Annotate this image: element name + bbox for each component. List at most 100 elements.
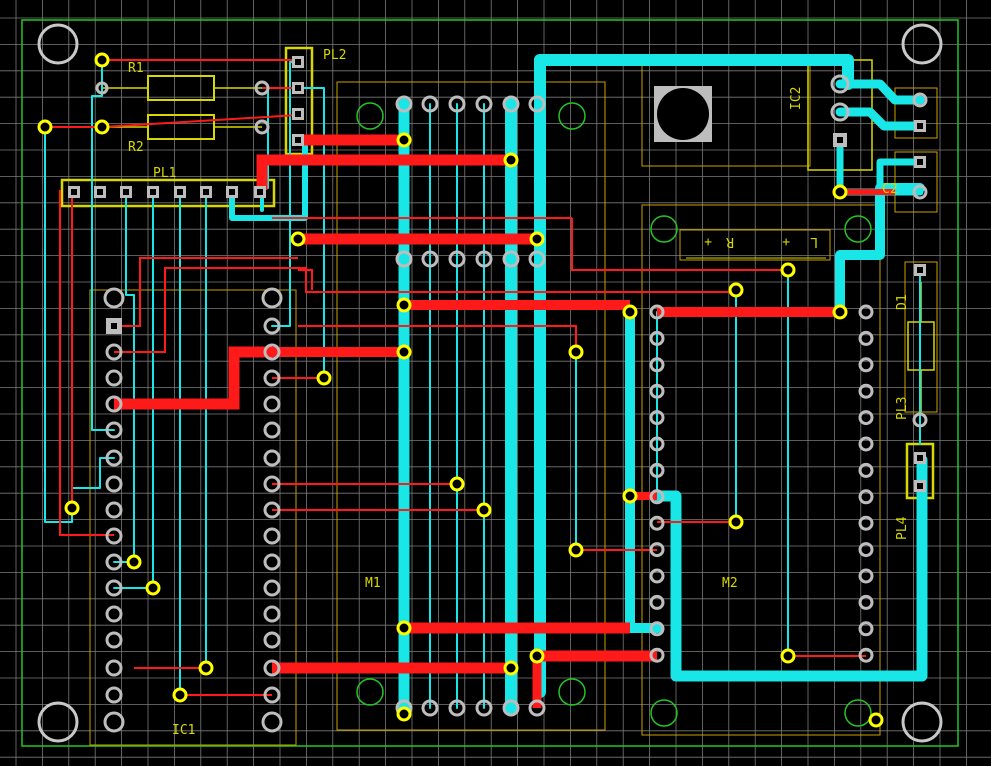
m2-pin (649, 647, 665, 663)
ic1-pin (261, 711, 283, 733)
m1-pin (528, 95, 546, 113)
via (832, 184, 848, 200)
m2-pin (858, 357, 874, 373)
r1-pad (254, 80, 270, 96)
label-r-mark: R (726, 234, 734, 249)
top-trace-signal (114, 267, 736, 353)
m2-pin (858, 542, 874, 558)
bottom-trace-power (876, 158, 924, 192)
bottom-trace-signal (125, 189, 135, 563)
label-pl4: PL4 (895, 516, 910, 540)
label-plus-r: + (704, 234, 712, 249)
top-trace-signal (298, 325, 577, 350)
label-ic2: IC2 (789, 87, 804, 110)
label-r1: R1 (128, 61, 144, 76)
ic1-pin (105, 659, 123, 677)
module-mount-hole (558, 678, 586, 706)
pl2-pin-hole (295, 111, 301, 117)
label-d1: D1 (895, 294, 910, 310)
via (529, 231, 545, 247)
ic1-pin (105, 343, 123, 361)
m2-pin (858, 304, 874, 320)
ic1-pin (263, 369, 281, 387)
ic1-pin (105, 501, 123, 519)
m1-pin (528, 699, 546, 717)
ic1-pin (105, 605, 123, 623)
board-outline (21, 19, 959, 747)
via (780, 262, 796, 278)
m2-pin (858, 568, 874, 584)
via (290, 231, 306, 247)
label-m1: M1 (365, 576, 381, 591)
ic1-pin (105, 395, 123, 413)
via (503, 660, 519, 676)
via (396, 297, 412, 313)
m1-pin (395, 95, 413, 113)
silkscreen-labels: R1 R2 PL2 PL1 IC1 M1 M2 IC2 C2 D1 PL3 PL… (128, 48, 910, 738)
ic1-pin (263, 317, 281, 335)
m2-pin (649, 330, 665, 346)
ic1-pin (105, 475, 123, 493)
m2-pin (649, 462, 665, 478)
ic1-pin (263, 395, 281, 413)
m2-pin (649, 489, 665, 505)
via (780, 648, 796, 664)
pads (37, 23, 943, 743)
top-trace-power (114, 346, 272, 410)
ic1-outline (89, 289, 297, 746)
m1-pin (502, 250, 520, 268)
via (449, 476, 465, 492)
via (476, 502, 492, 518)
via (622, 488, 638, 504)
via (396, 620, 412, 636)
bottom-trace-power (534, 54, 854, 90)
top-trace-signal (101, 114, 299, 128)
via (37, 119, 53, 135)
via (832, 304, 848, 320)
via (728, 514, 744, 530)
m2-pin (858, 436, 874, 452)
m2-pin (858, 594, 874, 610)
mount-hole (37, 701, 79, 743)
mount-hole (901, 701, 943, 743)
mount-hole (37, 23, 79, 65)
pl1-outline (60, 178, 276, 208)
m2-pin (649, 410, 665, 426)
label-l-mark: L (810, 234, 818, 249)
via (396, 344, 412, 360)
m1-pin (421, 250, 439, 268)
pl2-pin-hole (295, 59, 301, 65)
via (396, 132, 412, 148)
mount-hole (901, 23, 943, 65)
via (145, 580, 161, 596)
m1-pin (448, 699, 466, 717)
component-outlines (60, 46, 938, 746)
c2-pad (912, 184, 928, 200)
via (396, 706, 412, 722)
m2-pin (649, 568, 665, 584)
m2-outline (641, 204, 881, 736)
m2-pin (649, 383, 665, 399)
label-pl3: PL3 (895, 397, 910, 420)
ic1-pin (263, 421, 281, 439)
label-m2: M2 (722, 576, 738, 591)
pl1-pin-hole (150, 189, 156, 195)
m1-pin (502, 95, 520, 113)
label-c2: C2 (882, 182, 898, 197)
via (94, 52, 110, 68)
module-mount-hole (650, 215, 678, 243)
ic1-pin (105, 553, 123, 571)
m2-pin (649, 594, 665, 610)
vias (37, 52, 884, 728)
module-mount-hole (844, 699, 872, 727)
ic1-pin (261, 287, 283, 309)
ic1-pin (263, 579, 281, 597)
ic2-pin-hole (837, 137, 843, 143)
via (198, 660, 214, 676)
connector-pad-hole (917, 123, 923, 129)
pl1-pin-hole (203, 189, 209, 195)
d1-pad-hole (917, 267, 923, 273)
ic1-pin (263, 527, 281, 545)
ic1-pin-1-hole (111, 323, 117, 329)
